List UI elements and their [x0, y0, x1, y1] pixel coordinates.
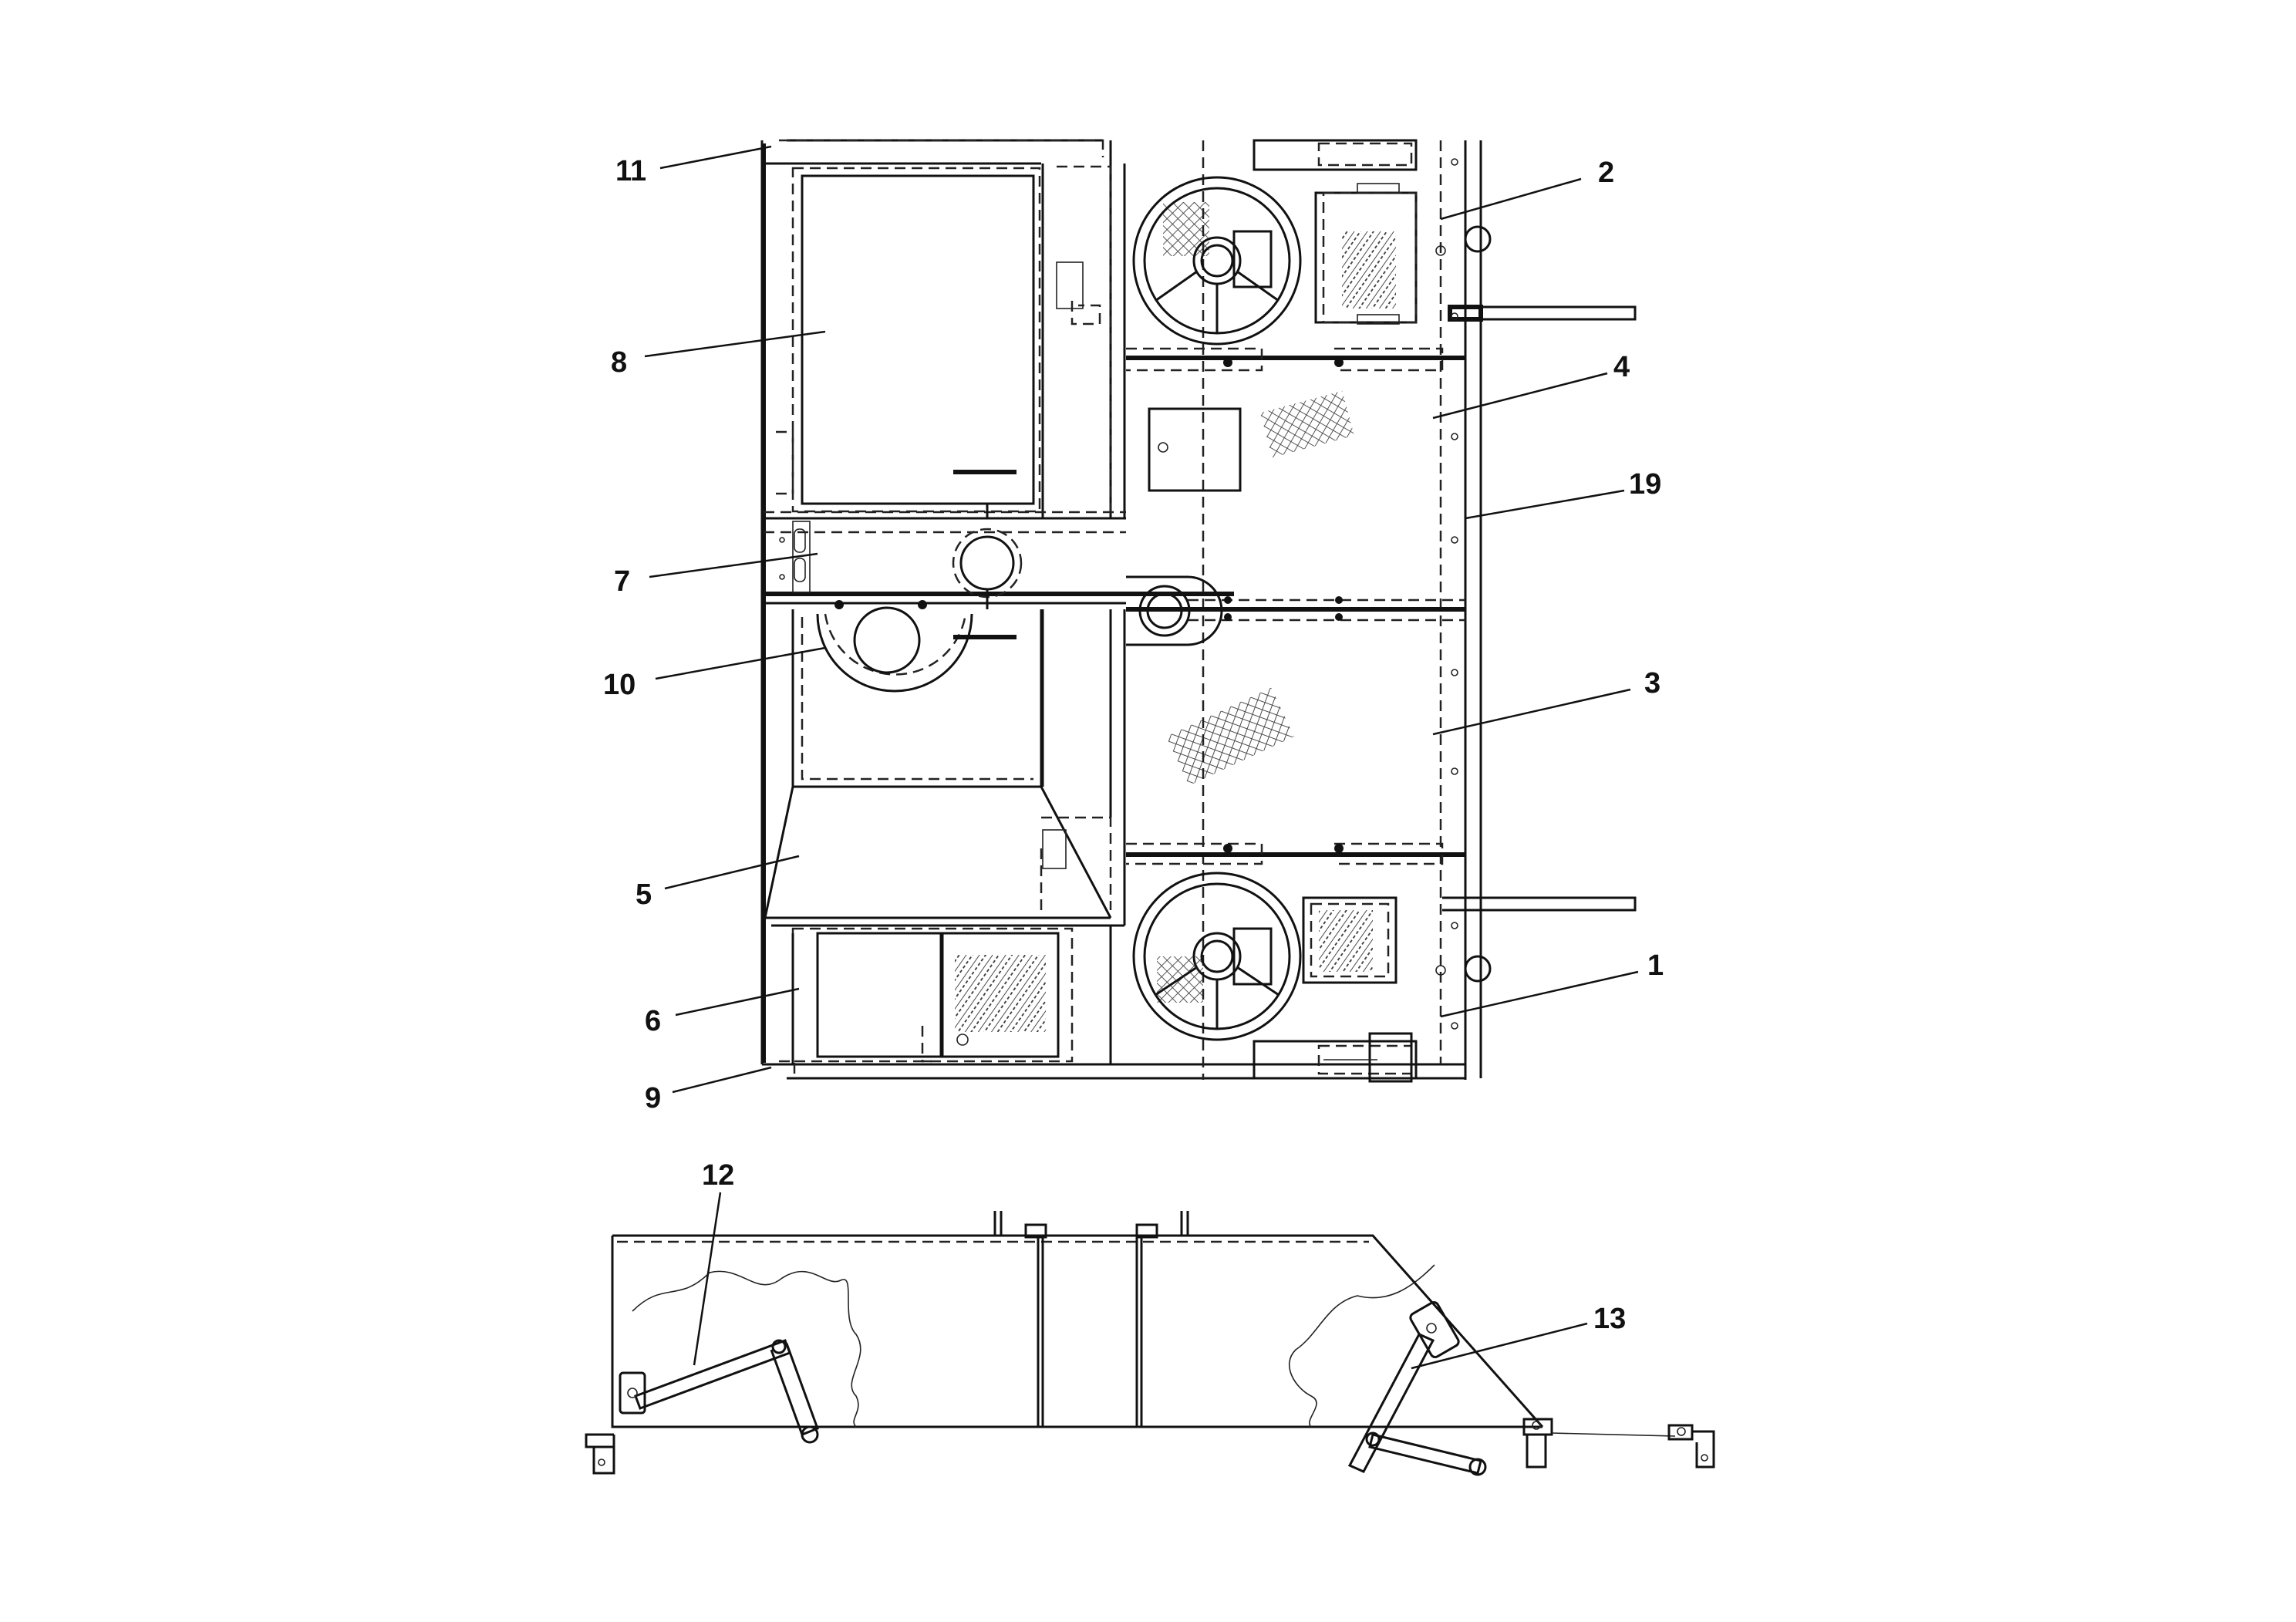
callout-19: 19: [1629, 468, 1661, 501]
callout-7: 7: [614, 565, 630, 598]
top-view: [760, 139, 1637, 1083]
callout-3: 3: [1644, 667, 1660, 700]
right-column: [1126, 139, 1637, 1083]
callout-2: 2: [1598, 157, 1614, 189]
leader-lines: [644, 145, 1639, 1370]
callout-5: 5: [636, 878, 652, 911]
side-view: [585, 1211, 1715, 1476]
callout-8: 8: [611, 346, 627, 379]
strut-12: [585, 1339, 819, 1475]
strut-13: [1347, 1300, 1715, 1476]
callout-1: 1: [1647, 949, 1664, 982]
callouts: 11 2 8 4 19 7 10 3 5 1 6 9 12 13: [603, 155, 1664, 1335]
callout-9: 9: [645, 1082, 661, 1114]
callout-12: 12: [702, 1159, 734, 1192]
callout-10: 10: [603, 669, 636, 701]
callout-4: 4: [1613, 351, 1630, 383]
callout-6: 6: [645, 1005, 661, 1037]
callout-13: 13: [1593, 1303, 1626, 1335]
callout-11: 11: [615, 155, 646, 187]
left-column: [761, 139, 1234, 1080]
